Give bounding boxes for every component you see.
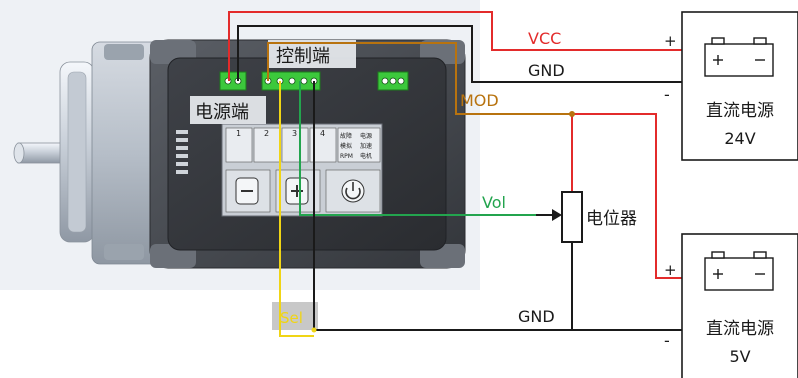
vcc-5v-wire-right <box>572 113 682 279</box>
indicator-analog: 模拟 <box>340 142 352 150</box>
battery-icon <box>704 251 774 291</box>
supply-5v-name: 直流电源 <box>706 319 774 339</box>
sel-wire <box>279 81 314 337</box>
control-port-label-bg <box>268 40 356 68</box>
minus-button-icon <box>235 177 259 205</box>
supply-24v-name: 直流电源 <box>706 101 774 121</box>
indicator-motor: 电机 <box>360 152 372 160</box>
control-port-label: 控制端 <box>276 46 330 67</box>
indicator-rpm: RPM <box>340 153 353 160</box>
junction-dot <box>311 327 317 333</box>
gnd-wire-top <box>237 25 682 83</box>
mod-wire <box>267 42 572 115</box>
gnd-top-label: GND <box>528 61 565 80</box>
supply-5v-voltage: 5V <box>729 347 750 366</box>
sel-label: Sel <box>280 309 303 327</box>
indicator-power: 电源 <box>360 132 372 140</box>
supply-24v-plus: + <box>664 32 677 50</box>
junction-dot <box>569 111 575 117</box>
digit-label-3: 3 <box>292 129 297 138</box>
digit-label-4: 4 <box>320 129 325 138</box>
power-port-label: 电源端 <box>195 102 249 123</box>
supply-5v-plus: + <box>664 261 677 279</box>
supply-5v-minus: - <box>664 331 670 350</box>
power-button-icon <box>341 179 365 203</box>
gnd-bottom-label: GND <box>518 307 555 326</box>
indicator-accel: 加速 <box>360 142 372 150</box>
supply-24v-voltage: 24V <box>724 129 755 148</box>
potentiometer-symbol <box>536 191 583 243</box>
digit-label-1: 1 <box>236 129 241 138</box>
vol-wire <box>299 81 556 216</box>
supply-24v-box <box>681 11 798 161</box>
indicator-fault: 故障 <box>340 132 352 140</box>
plus-button-icon <box>285 177 309 205</box>
mod-label: MOD <box>460 91 499 110</box>
vol-label: Vol <box>482 193 506 212</box>
vcc-label: VCC <box>528 29 561 48</box>
power-connector <box>219 71 247 91</box>
power-port-label-bg <box>190 96 266 124</box>
vcc-wire <box>228 11 682 81</box>
potentiometer-label: 电位器 <box>586 209 637 229</box>
supply-24v-minus: - <box>664 85 670 104</box>
battery-icon <box>704 37 774 77</box>
digit-label-2: 2 <box>264 129 269 138</box>
